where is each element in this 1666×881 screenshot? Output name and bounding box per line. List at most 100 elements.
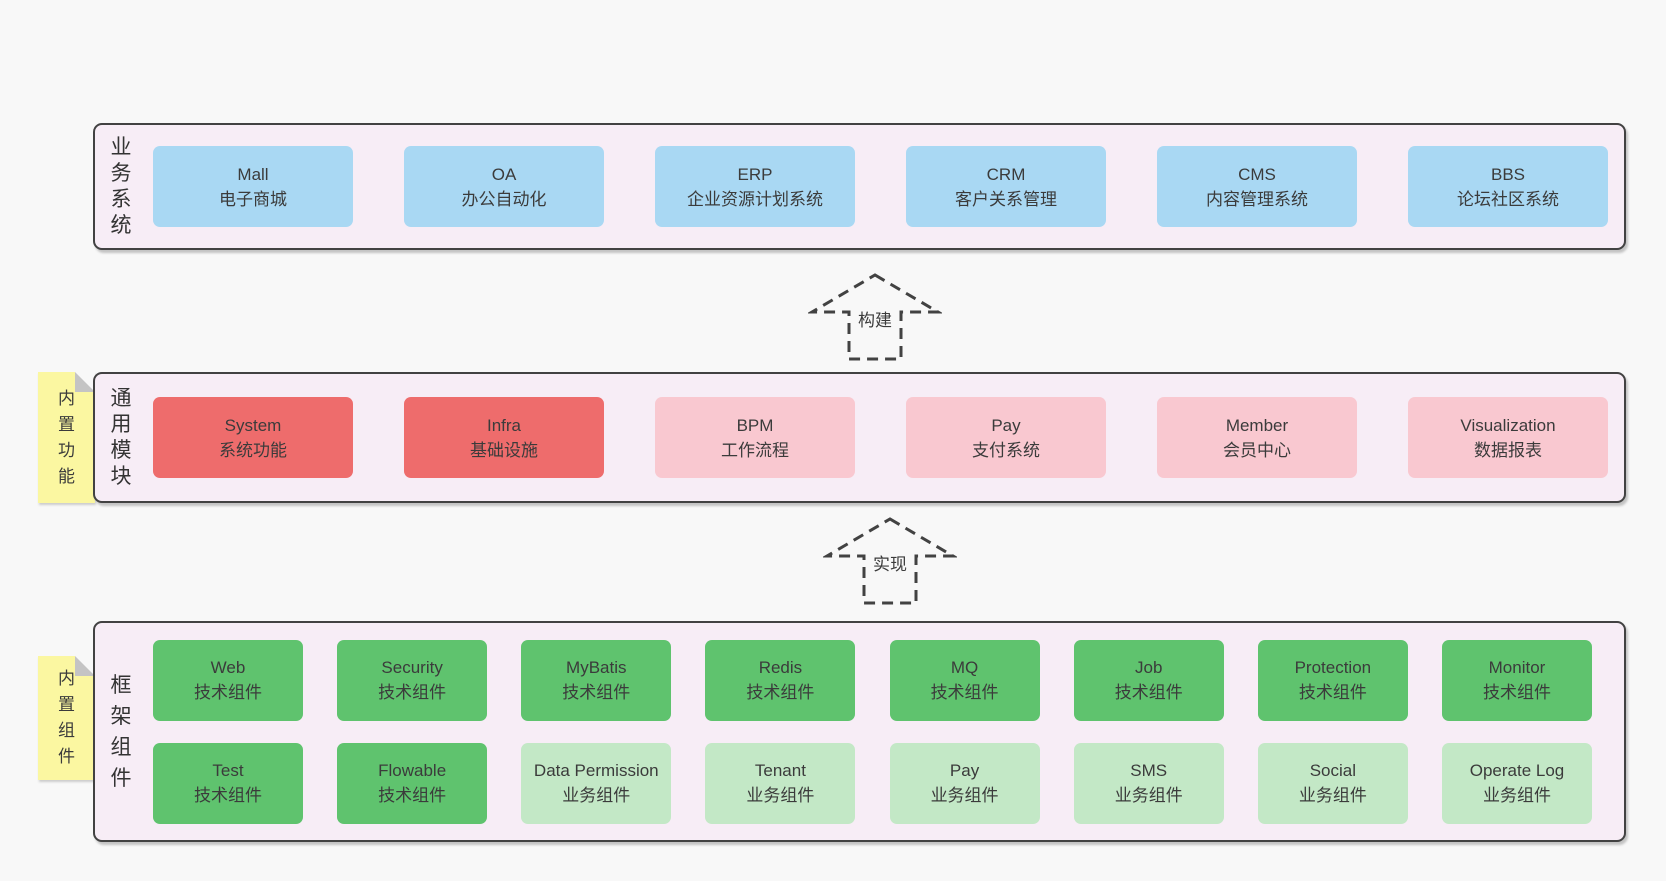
card-subtitle: 数据报表 — [1474, 440, 1542, 460]
card-subtitle: 业务组件 — [1114, 786, 1183, 805]
card-oa: OA 办公自动化 — [404, 146, 604, 227]
card-security: Security 技术组件 — [337, 639, 488, 721]
implement-arrow: 实现 — [823, 516, 957, 606]
card-subtitle: 业务组件 — [930, 786, 999, 805]
card-system: System 系统功能 — [153, 397, 353, 478]
card-flowable: Flowable 技术组件 — [337, 742, 488, 824]
card-subtitle: 业务组件 — [746, 786, 815, 805]
card-title: Redis — [758, 658, 803, 677]
card-title: Flowable — [378, 761, 447, 780]
card-subtitle: 基础设施 — [470, 440, 538, 460]
card-subtitle: 系统功能 — [219, 440, 287, 460]
card-subtitle: 技术组件 — [562, 683, 631, 702]
card-sms: SMS 业务组件 — [1073, 742, 1224, 824]
card-bpm: BPM 工作流程 — [655, 397, 855, 478]
card-subtitle: 办公自动化 — [461, 189, 547, 209]
arrow-label: 构建 — [854, 303, 896, 335]
card-subtitle: 电子商城 — [219, 189, 287, 209]
card-title: BBS — [1490, 164, 1526, 184]
card-title: CRM — [986, 164, 1026, 184]
card-title: Monitor — [1488, 658, 1546, 677]
card-subtitle: 技术组件 — [194, 683, 262, 702]
card-title: Data Permission — [533, 761, 659, 780]
card-subtitle: 会员中心 — [1223, 440, 1291, 460]
card-subtitle: 论坛社区系统 — [1457, 189, 1559, 209]
card-title: System — [224, 415, 282, 435]
card-title: Mall — [237, 164, 269, 184]
card-title: Social — [1309, 761, 1356, 780]
card-subtitle: 支付系统 — [972, 440, 1040, 460]
card-pay: Pay 业务组件 — [889, 742, 1040, 824]
card-subtitle: 工作流程 — [721, 440, 789, 460]
card-erp: ERP 企业资源计划系统 — [655, 146, 855, 227]
card-redis: Redis 技术组件 — [705, 639, 856, 721]
card-subtitle: 技术组件 — [1482, 683, 1551, 702]
card-subtitle: 技术组件 — [378, 786, 447, 805]
arrow-label: 实现 — [869, 547, 911, 579]
card-web: Web 技术组件 — [153, 639, 303, 721]
card-title: Tenant — [754, 761, 806, 780]
card-subtitle: 企业资源计划系统 — [687, 189, 823, 209]
card-title: Member — [1225, 415, 1289, 435]
card-title: Infra — [486, 415, 522, 435]
sticky-note-label: 内置组件 — [58, 669, 75, 766]
card-title: Operate Log — [1469, 761, 1565, 780]
card-title: Pay — [991, 415, 1021, 435]
card-protection: Protection 技术组件 — [1257, 639, 1408, 721]
layer-common-modules: 通用模块 System 系统功能 Infra 基础设施 BPM 工作流程 Pay 支付系统 Me… — [93, 372, 1626, 503]
card-title: Security — [381, 658, 443, 677]
card-title: BPM — [736, 415, 774, 435]
card-title: Visualization — [1460, 415, 1556, 435]
layer-label: 通用模块 — [110, 386, 132, 488]
card-subtitle: 业务组件 — [1482, 786, 1551, 805]
layer-label: 框架组件 — [110, 673, 132, 790]
card-pay: Pay 支付系统 — [906, 397, 1106, 478]
card-monitor: Monitor 技术组件 — [1441, 639, 1592, 721]
card-title: Web — [210, 658, 246, 677]
card-infra: Infra 基础设施 — [404, 397, 604, 478]
card-title: Protection — [1294, 658, 1372, 677]
card-data-permission: Data Permission 业务组件 — [521, 742, 672, 824]
sticky-note-label: 内置功能 — [58, 388, 75, 486]
card-visualization: Visualization 数据报表 — [1408, 397, 1608, 478]
card-title: Test — [212, 761, 244, 780]
card-operate-log: Operate Log 业务组件 — [1441, 742, 1592, 824]
card-subtitle: 技术组件 — [1298, 683, 1367, 702]
folded-corner-icon — [75, 656, 95, 676]
card-subtitle: 技术组件 — [930, 683, 999, 702]
card-title: SMS — [1130, 761, 1168, 780]
card-title: ERP — [737, 164, 773, 184]
card-title: Pay — [949, 761, 980, 780]
dashed-up-arrow-icon — [823, 517, 957, 605]
card-subtitle: 业务组件 — [1298, 786, 1367, 805]
card-subtitle: 技术组件 — [1114, 683, 1183, 702]
card-row: System 系统功能 Infra 基础设施 BPM 工作流程 Pay 支付系统 Member 会… — [153, 397, 1608, 478]
card-subtitle: 技术组件 — [378, 683, 447, 702]
card-title: OA — [491, 164, 517, 184]
card-mall: Mall 电子商城 — [153, 146, 353, 227]
card-subtitle: 技术组件 — [746, 683, 815, 702]
card-test: Test 技术组件 — [153, 742, 303, 824]
card-social: Social 业务组件 — [1257, 742, 1408, 824]
cards-area: System 系统功能 Infra 基础设施 BPM 工作流程 Pay 支付系统 Member 会… — [147, 374, 1624, 501]
build-arrow: 构建 — [808, 272, 942, 362]
card-subtitle: 业务组件 — [562, 786, 631, 805]
card-member: Member 会员中心 — [1157, 397, 1357, 478]
folded-corner-icon — [75, 372, 95, 392]
card-tenant: Tenant 业务组件 — [705, 742, 856, 824]
sticky-note-built-in-functions: 内置功能 — [38, 372, 95, 503]
sticky-note-built-in-components: 内置组件 — [38, 656, 95, 780]
card-title: MQ — [950, 658, 979, 677]
card-subtitle: 技术组件 — [194, 786, 262, 805]
